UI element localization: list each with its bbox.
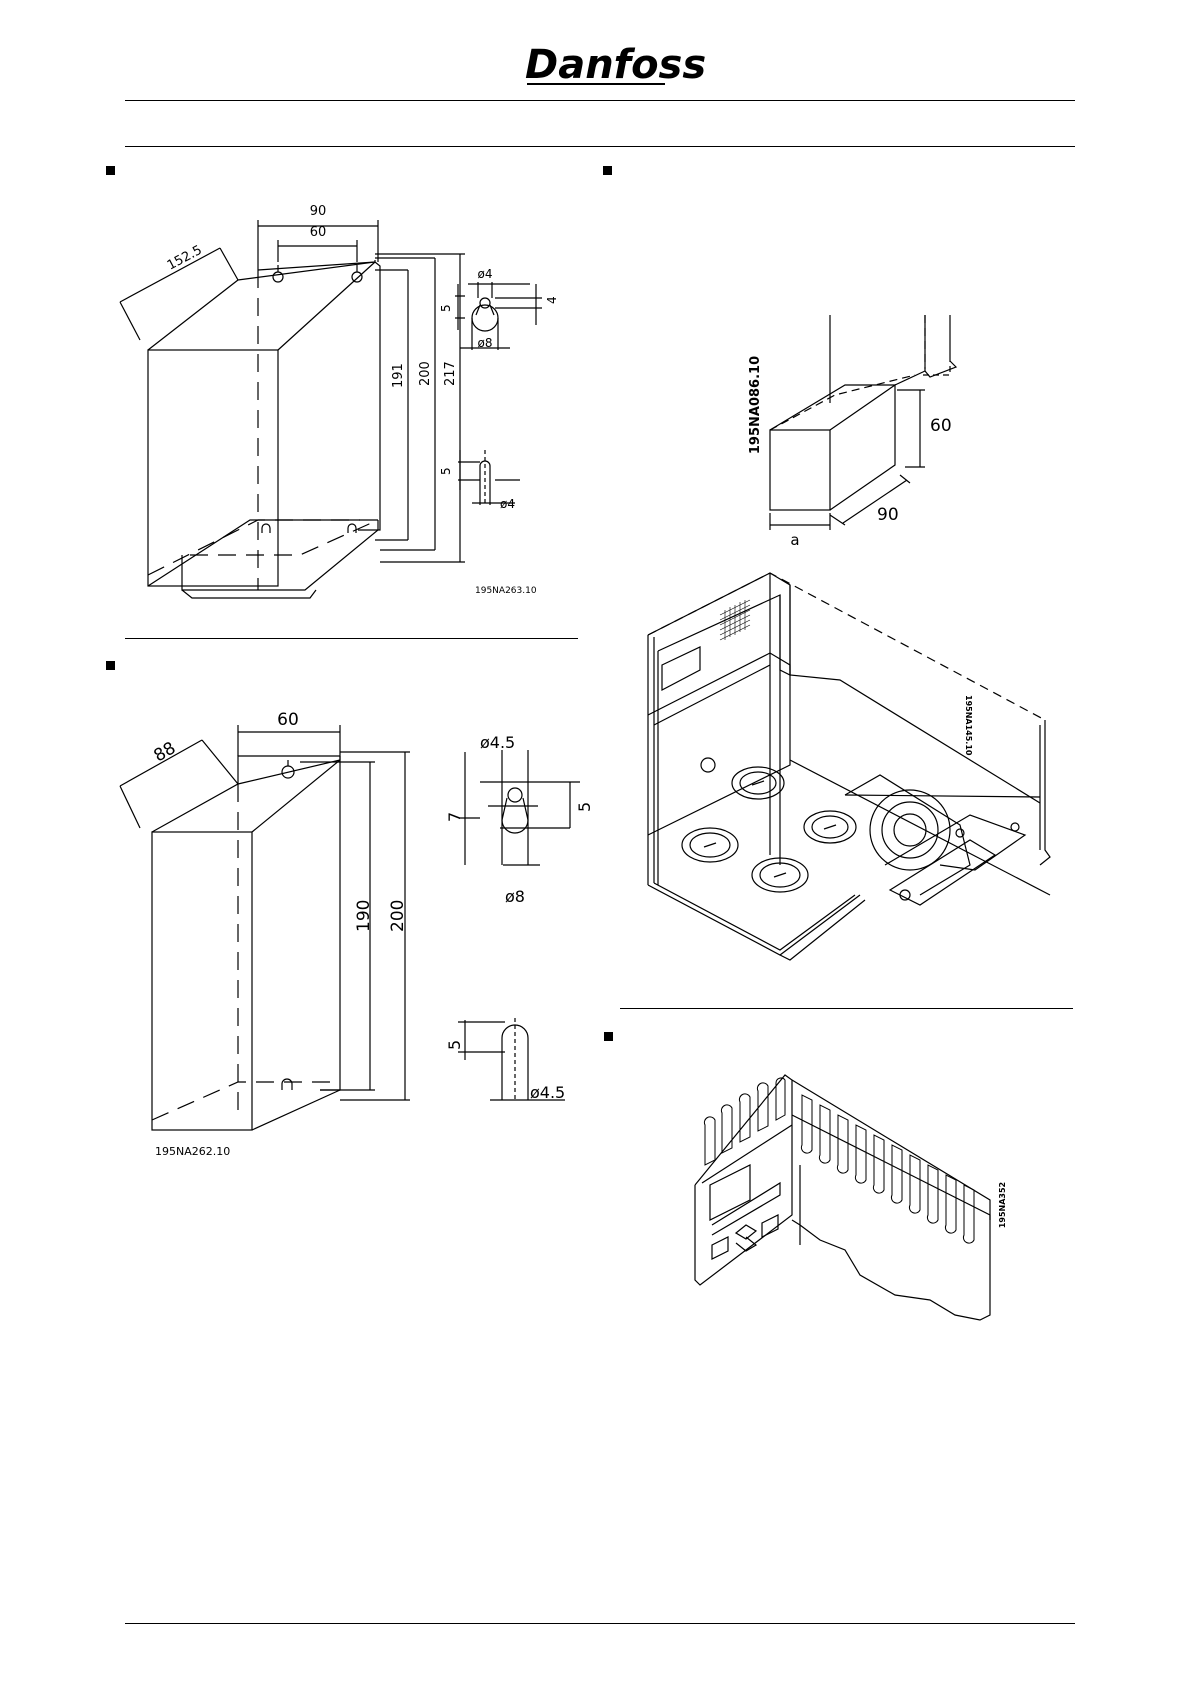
dim-191: 191 <box>391 363 406 388</box>
dim-60-clearance: 60 <box>930 416 952 436</box>
hole-bottom-d45: ø4.5 <box>530 1083 565 1102</box>
top-cover-drawing: 195NA352 <box>694 1074 1007 1321</box>
section-bullet-4 <box>604 1032 613 1041</box>
hole-top-h5: 5 <box>439 304 453 312</box>
hole-top-h7: 7 <box>445 812 464 822</box>
hole-bottom-h5-b: 5 <box>445 1040 464 1050</box>
dim-90-clearance: 90 <box>877 505 899 525</box>
mounting-drawing-b: 60 88 190 200 ø4.5 5 7 ø8 5 ø4.5 195NA26… <box>119 710 594 1158</box>
section-bullet-3 <box>106 661 115 670</box>
footer-rule <box>125 1623 1075 1624</box>
dim-a: a <box>790 531 799 549</box>
header-rule <box>125 100 1075 101</box>
hole-top-d4: ø4 <box>478 267 493 281</box>
dim-200-b: 200 <box>388 900 408 932</box>
code-e: 195NA352 <box>998 1182 1007 1228</box>
dim-90: 90 <box>310 204 327 219</box>
isometric-unit-drawing: 195NA145.10 <box>647 572 1051 961</box>
section-rule-top <box>125 146 1075 147</box>
hole-bottom-d4: ø4 <box>500 497 515 511</box>
dim-60-b: 60 <box>277 710 299 730</box>
danfoss-logo: Danfoss <box>525 38 706 98</box>
hole-top-h4: 4 <box>545 296 559 304</box>
code-b: 195NA262.10 <box>155 1145 230 1158</box>
dim-152-5: 152.5 <box>165 243 205 274</box>
hole-top-d8: ø8 <box>478 336 493 350</box>
dim-190: 190 <box>354 900 374 932</box>
code-c: 195NA086.10 <box>748 356 763 454</box>
divider-left <box>125 638 578 639</box>
divider-right <box>620 1008 1073 1009</box>
dim-88: 88 <box>151 738 180 766</box>
clearance-drawing: 195NA086.10 60 90 a <box>748 315 958 549</box>
hole-top-h5-b: 5 <box>575 802 594 812</box>
dim-60: 60 <box>310 225 327 240</box>
hole-top-d8-b: ø8 <box>505 887 525 906</box>
logo-wordmark: Danfoss <box>525 42 706 88</box>
dim-217: 217 <box>443 361 458 386</box>
dim-200: 200 <box>418 361 433 386</box>
code-a: 195NA263.10 <box>475 586 537 596</box>
code-d: 195NA145.10 <box>964 695 973 756</box>
section-bullet-2 <box>603 166 612 175</box>
section-bullet-1 <box>106 166 115 175</box>
mounting-drawing-a: 90 60 152.5 191 200 217 ø4 5 4 ø8 5 ø4 1… <box>119 204 559 599</box>
hole-top-d45: ø4.5 <box>480 733 515 752</box>
hole-bottom-h5: 5 <box>439 467 453 475</box>
